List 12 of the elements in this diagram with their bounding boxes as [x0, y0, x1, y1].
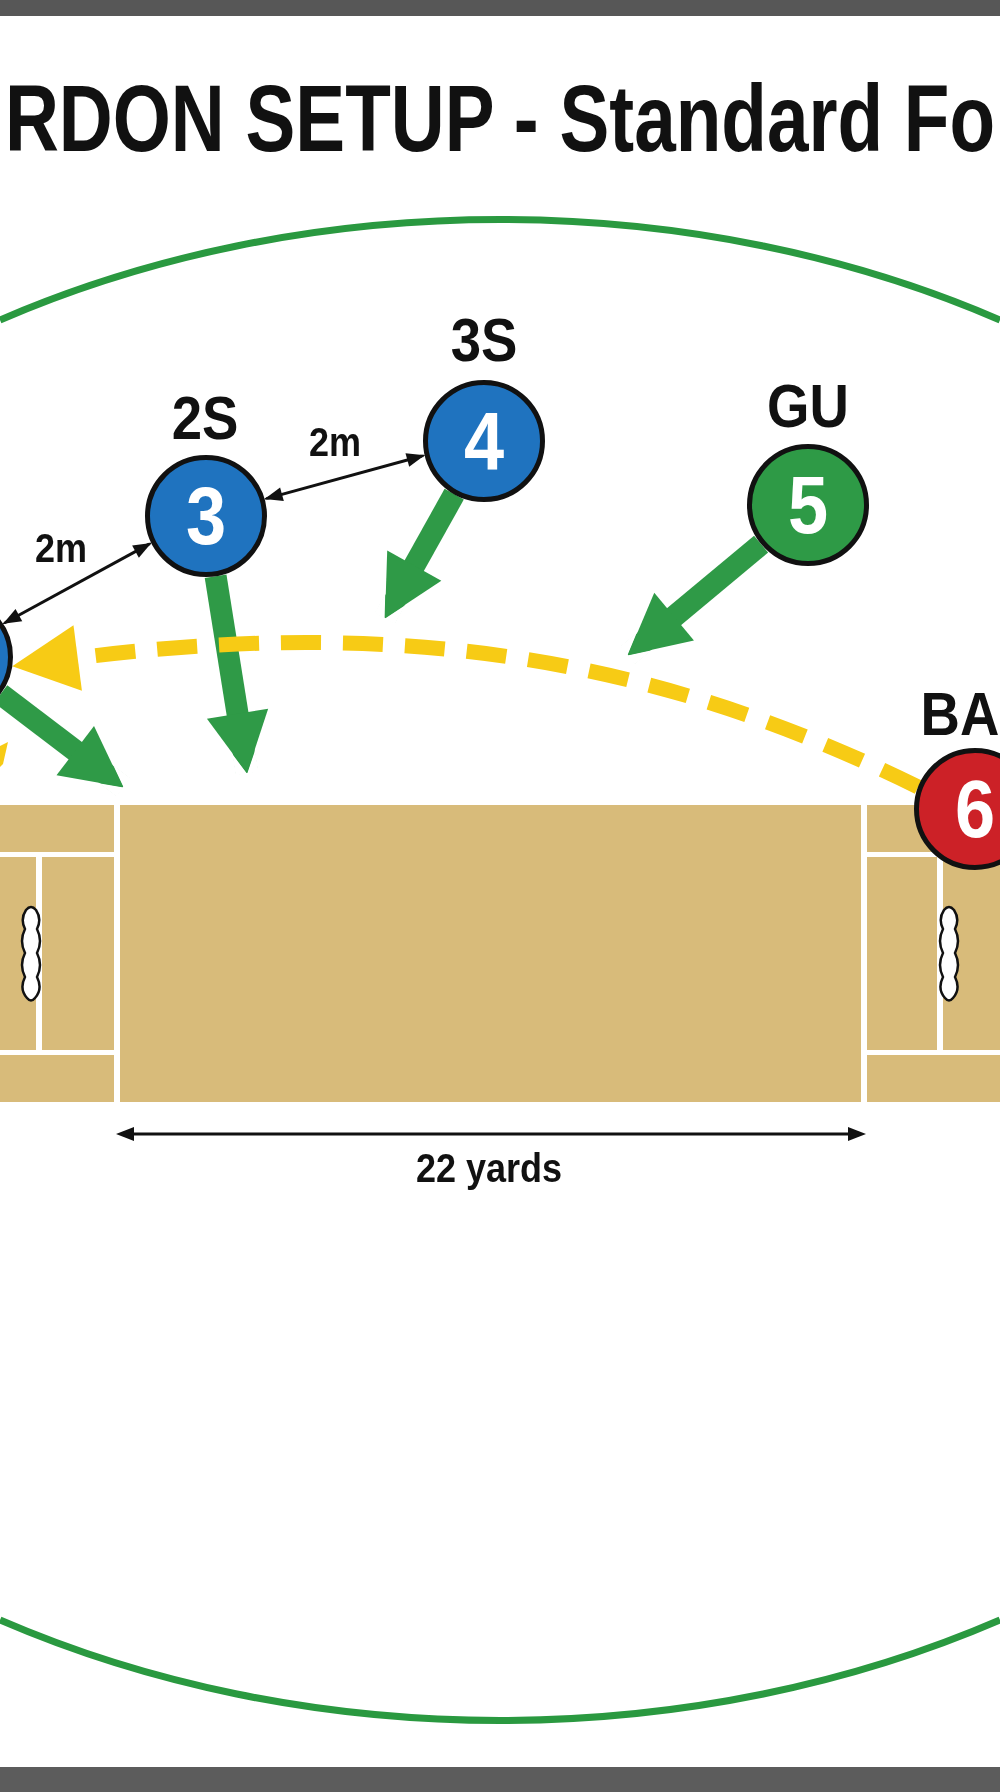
edge-label: 2m: [35, 528, 87, 568]
dimension-label: 22 yards: [415, 1148, 563, 1188]
position-label: 3S: [450, 309, 518, 371]
edge-label: 2m: [309, 422, 361, 462]
ball-path-arrow: [12, 625, 922, 794]
position-label: 2S: [171, 387, 239, 449]
fielder-number: 4: [463, 400, 505, 482]
fielder-number: 5: [787, 464, 829, 546]
position-label: BA: [920, 683, 1000, 745]
position-label: GU: [767, 375, 849, 437]
diagram-title: RDON SETUP - Standard Fo: [4, 70, 996, 166]
fielder-number: 3: [185, 475, 227, 557]
